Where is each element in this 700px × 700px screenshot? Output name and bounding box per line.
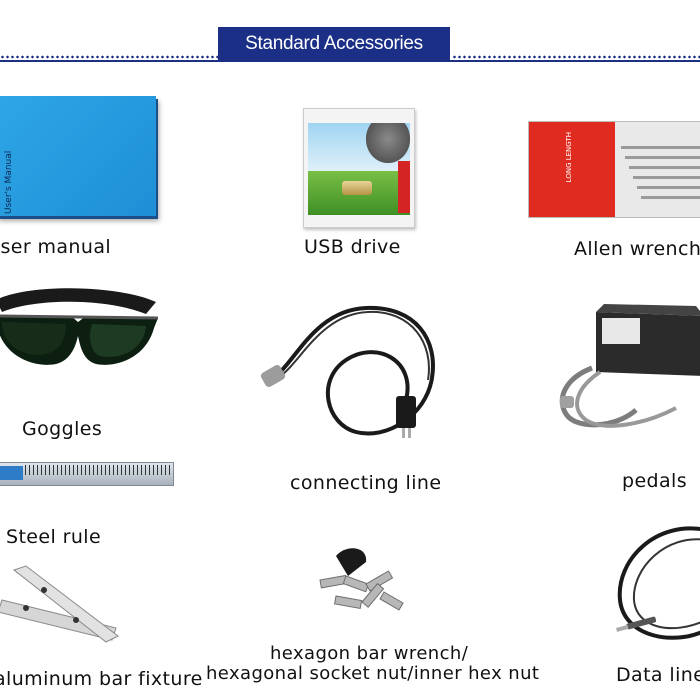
goggles-icon <box>0 288 159 365</box>
caption-bar-fixture: aluminum bar fixture <box>0 668 203 690</box>
hex-nut-icon <box>319 548 404 611</box>
cable-icon <box>260 305 435 438</box>
caption-steel-rule: Steel rule <box>6 526 102 548</box>
manual-cover-title: User's Manual <box>4 150 14 214</box>
caption-pedals: pedals <box>622 470 688 492</box>
caption-usb-drive: USB drive <box>304 236 401 258</box>
usb-drive-icon <box>303 108 415 228</box>
ruler-icon <box>0 462 174 486</box>
header-dots-right <box>452 55 700 59</box>
data-cable-icon <box>616 526 700 640</box>
caption-hex-nuts-line1: hexagon bar wrench/ <box>270 643 469 664</box>
section-title: Standard Accessories <box>218 27 450 61</box>
header-rule <box>0 60 700 62</box>
allen-wrench-icon: LONG LENGTH <box>528 121 700 218</box>
caption-data-line: Data line <box>616 664 700 686</box>
foot-pedal-icon <box>559 304 700 428</box>
caption-goggles: Goggles <box>22 418 103 440</box>
allen-pack-text: LONG LENGTH <box>565 132 573 183</box>
caption-connecting-line: connecting line <box>290 472 442 494</box>
header-dots-left <box>0 55 218 59</box>
caption-user-manual: user manual <box>0 236 112 258</box>
caption-allen-wrench: Allen wrench <box>574 238 700 260</box>
bar-fixture-icon <box>0 565 119 643</box>
caption-hex-nuts-line2: hexagonal socket nut/inner hex nut <box>206 663 540 684</box>
manual-icon: User's Manual <box>0 96 156 216</box>
